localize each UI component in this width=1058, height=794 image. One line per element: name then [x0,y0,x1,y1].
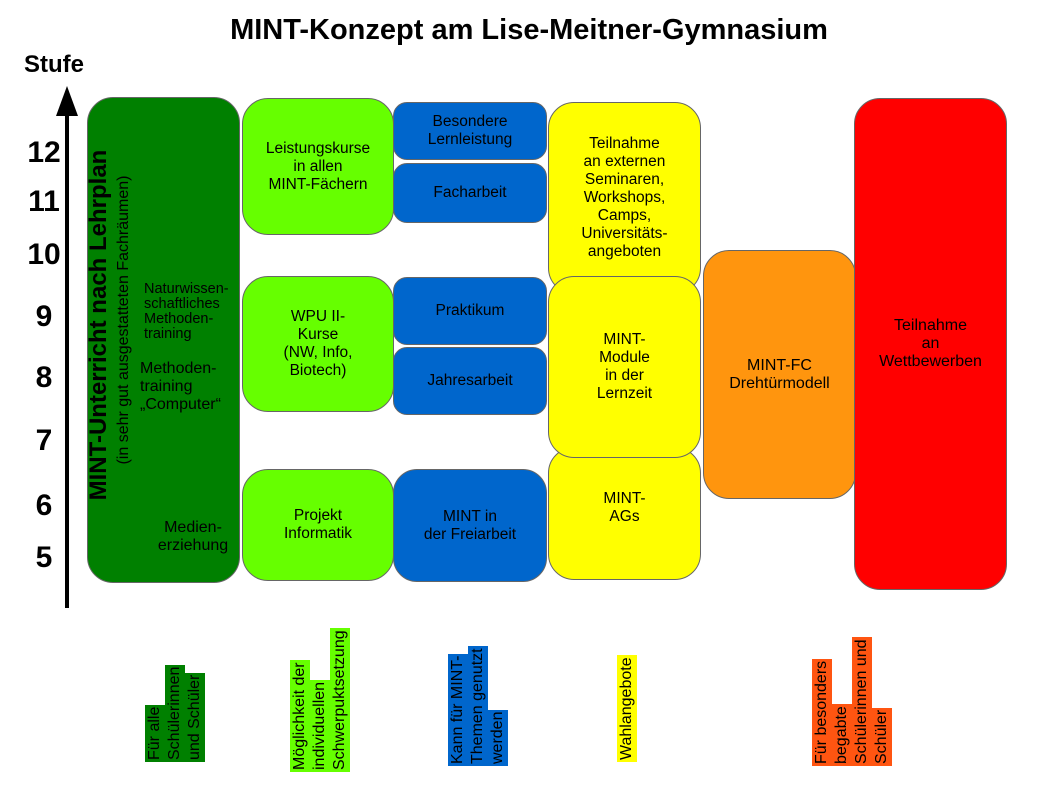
lehrplan-title: MINT-Unterricht nach Lehrplan [85,149,112,501]
axis-line [65,112,69,608]
axis-tick: 9 [35,300,53,333]
facharbeit-box: Facharbeit [393,163,547,223]
axis-tick: 12 [27,136,61,169]
axis-arrow-icon [56,86,78,116]
axis-tick: 6 [35,489,53,522]
axis-tick: 11 [28,185,60,218]
mint-module-box: MINT- Module in der Lernzeit [548,276,701,458]
caption-begabte: Für besonders begabte Schülerinnen und S… [812,637,892,766]
caption-schwerpunkt: Möglichkeit der individuellen Schwerpukt… [290,628,350,772]
mint-fc-box: MINT-FC Drehtürmodell [703,250,856,499]
besondere-lernleistung-box: Besondere Lernleistung [393,102,547,160]
axis-tick: 7 [35,424,53,457]
lehrplan-subtitle: (in sehr gut ausgestatteten Fachräumen) [115,175,132,465]
jahresarbeit-box: Jahresarbeit [393,347,547,415]
methoden-training-label: Naturwissen- schaftliches Methoden- trai… [144,281,229,342]
caption-line: Themen genutzt [468,646,488,766]
mint-freiarbeit-box: MINT in der Freiarbeit [393,469,547,582]
caption-line: Schülerinnen [165,664,185,762]
caption-fuer-alle: Für alle Schülerinnen und Schüler [145,664,205,762]
axis-tick: 5 [35,541,53,574]
caption-line: Kann für MINT- [448,653,468,766]
lehrplan-box [87,97,240,583]
caption-line: Für besonders [812,658,832,766]
caption-line: Wahlangebote [617,655,637,762]
axis-tick: 8 [35,361,53,394]
methoden-computer-label: Methoden- training „Computer“ [140,360,221,413]
caption-wahlangebote: Wahlangebote [617,655,637,762]
caption-line: und Schüler [185,672,205,762]
caption-line: begabte [832,704,852,766]
wpu-kurse-box: WPU II- Kurse (NW, Info, Biotech) [242,276,394,412]
caption-line: Schwerpuktsetzung [330,628,350,772]
caption-line: Für alle [145,704,165,762]
mint-ags-box: MINT- AGs [548,447,701,580]
leistungskurse-box: Leistungskurse in allen MINT-Fächern [242,98,394,235]
caption-line: individuellen [310,679,330,772]
externe-seminare-box: Teilnahme an externen Seminaren, Worksho… [548,102,701,294]
medienerziehung-label: Medien- erziehung [157,519,229,554]
caption-line: werden [488,709,508,766]
axis-label: Stufe [24,51,84,78]
praktikum-box: Praktikum [393,277,547,345]
caption-line: Möglichkeit der [290,660,310,772]
axis-tick: 10 [27,238,61,271]
caption-mint-themen: Kann für MINT- Themen genutzt werden [448,646,508,766]
wettbewerbe-box: Teilnahme an Wettbewerben [854,98,1007,590]
projekt-informatik-box: Projekt Informatik [242,469,394,581]
caption-line: Schülerinnen und [852,637,872,766]
caption-line: Schüler [872,707,892,766]
page-title: MINT-Konzept am Lise-Meitner-Gymnasium [230,14,828,46]
